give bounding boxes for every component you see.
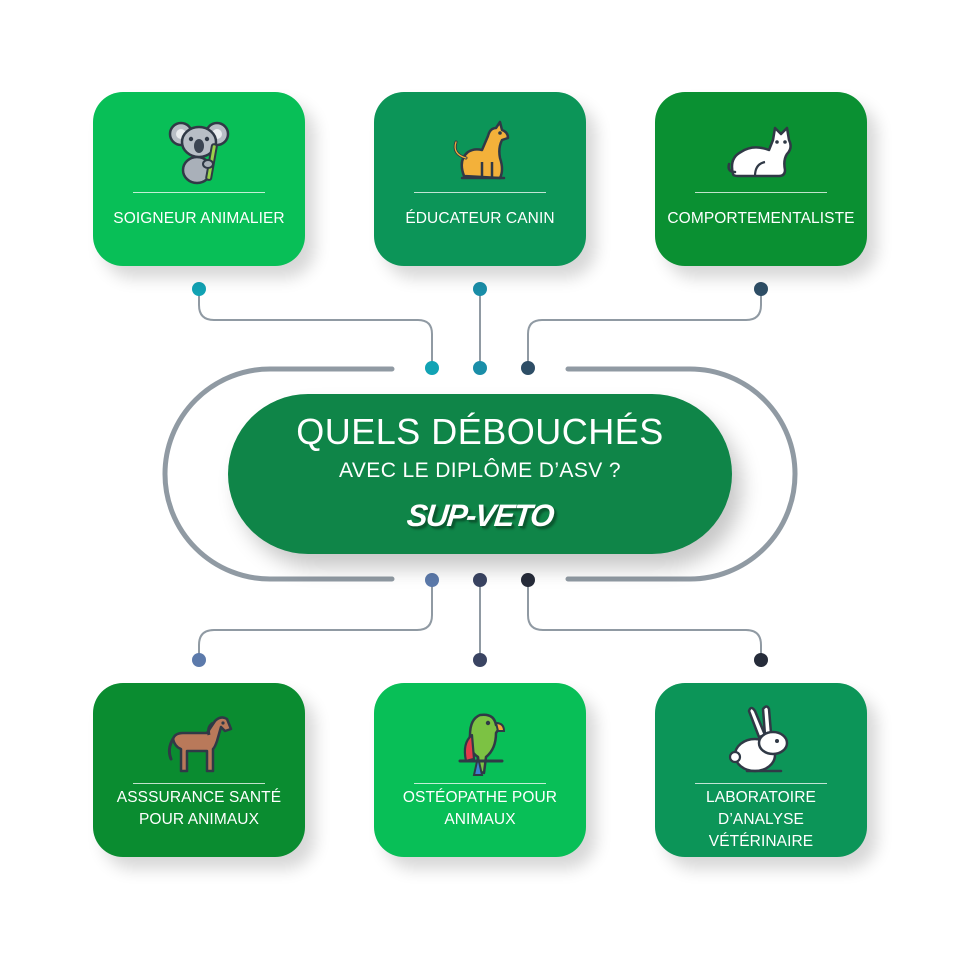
connector-dot xyxy=(425,361,439,375)
left-bracket-arc xyxy=(162,366,395,582)
card-label: SOIGNEUR ANIMALIER xyxy=(113,210,285,227)
dog-icon xyxy=(444,114,516,186)
cat-icon xyxy=(725,114,797,186)
connector-dot xyxy=(473,573,487,587)
center-title-pill: QUELS DÉBOUCHÉS AVEC LE DIPLÔME D’ASV ? … xyxy=(228,394,732,554)
connector-dot xyxy=(473,282,487,296)
card-soigneur-animalier: SOIGNEUR ANIMALIER xyxy=(93,92,305,266)
horse-icon xyxy=(163,705,235,777)
connector-dot xyxy=(425,573,439,587)
card-divider xyxy=(695,192,827,193)
card-osteopathe: OSTÉOPATHE POUR ANIMAUX xyxy=(374,683,586,857)
connector-dot xyxy=(473,653,487,667)
connector-dot xyxy=(521,361,535,375)
card-divider xyxy=(414,192,546,193)
connector-dot xyxy=(473,361,487,375)
card-label: ÉDUCATEUR CANIN xyxy=(405,210,555,227)
card-label: OSTÉOPATHE POUR ANIMAUX xyxy=(402,789,558,828)
card-comportementaliste: COMPORTEMENTALISTE xyxy=(655,92,867,266)
parrot-icon xyxy=(444,705,516,777)
card-assurance-sante: ASSSURANCE SANTÉ POUR ANIMAUX xyxy=(93,683,305,857)
card-label: COMPORTEMENTALISTE xyxy=(667,210,855,227)
connector-top-left xyxy=(198,289,433,368)
card-divider xyxy=(695,783,827,784)
connector-top-right xyxy=(527,289,762,368)
card-divider xyxy=(414,783,546,784)
connector-bottom-left xyxy=(198,580,433,660)
right-bracket-arc xyxy=(565,366,798,582)
card-divider xyxy=(133,783,265,784)
card-label: ASSSURANCE SANTÉ POUR ANIMAUX xyxy=(116,789,282,828)
connector-dot xyxy=(192,282,206,296)
connector-dot xyxy=(754,653,768,667)
center-title: QUELS DÉBOUCHÉS xyxy=(296,411,664,452)
connector-dot xyxy=(192,653,206,667)
sup-veto-logo: SUP-VETO xyxy=(405,498,555,533)
connector-bottom-right xyxy=(527,580,762,660)
center-subtitle: AVEC LE DIPLÔME D’ASV ? xyxy=(339,459,621,482)
connector-dot xyxy=(754,282,768,296)
card-educateur-canin: ÉDUCATEUR CANIN xyxy=(374,92,586,266)
card-laboratoire: LABORATOIRE D’ANALYSE VÉTÉRINAIRE xyxy=(655,683,867,857)
koala-icon xyxy=(163,114,235,186)
card-label: LABORATOIRE D’ANALYSE VÉTÉRINAIRE xyxy=(706,789,816,850)
card-divider xyxy=(133,192,265,193)
connector-dot xyxy=(521,573,535,587)
rabbit-icon xyxy=(725,705,797,777)
